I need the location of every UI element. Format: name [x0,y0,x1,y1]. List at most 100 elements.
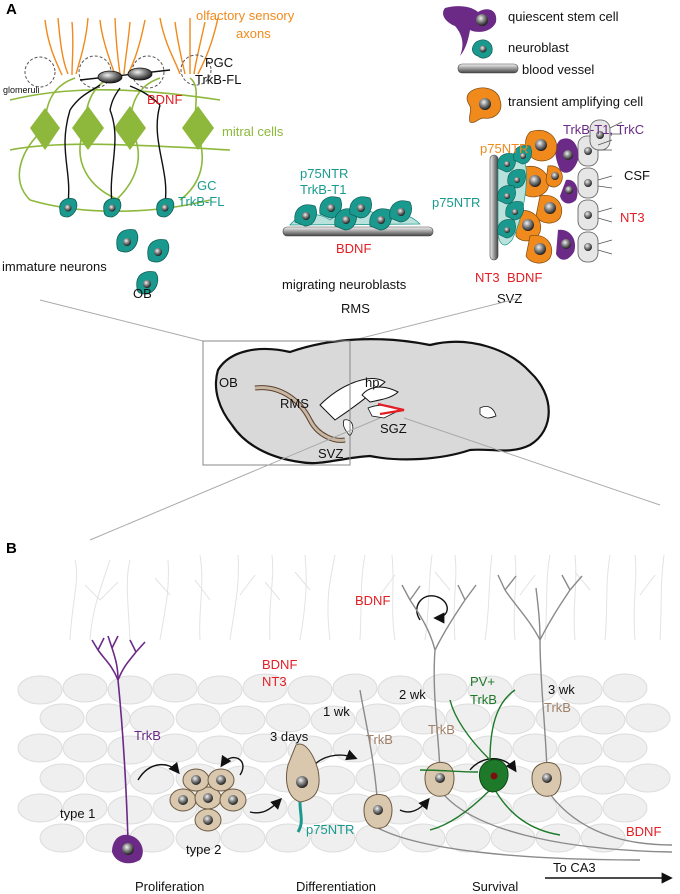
granule-cells [59,198,175,218]
b-label-pv: PV+ [470,674,495,689]
legend-transient-label: transient amplifying cell [508,94,643,109]
cell-3days [286,743,320,833]
label-axons: axons [236,26,271,41]
b-label-2wk: 2 wk [399,687,426,702]
ependymal-nuclei [584,131,604,251]
type2-cluster [169,768,247,832]
label-olfactory-sensory: olfactory sensory [196,8,295,23]
label-rms-trkb-t1: TrkB-T1 [300,182,346,197]
legend-neuroblast-label: neuroblast [508,40,569,55]
label-pgc: PGC [205,55,233,70]
cell-legend: quiescent stem cell neuroblast blood ves… [443,6,643,123]
label-gc-trkb-fl: TrkB-FL [178,194,224,209]
b-label-1wk: 1 wk [323,704,350,719]
label-svz-nt3-bottom: NT3 [475,270,500,285]
label-svz-p75ntr-left: p75NTR [432,195,480,210]
label-csf: CSF [624,168,650,183]
label-svz-bdnf: BDNF [507,270,542,285]
arrow-type2-to-3days [249,798,282,814]
zoom-lines-a [39,297,521,342]
rms-neuroblasts [289,196,421,231]
label-immature-neurons: immature neurons [2,259,107,274]
svz-schematic: p75NTR TrkB-T1, TrkC CSF p75NTR NT3 NT3 … [432,119,650,306]
brain-ventricle [319,378,386,421]
brain-hippocampus [361,386,399,403]
arrow-2wk-to-3wk [469,758,517,773]
b-label-type1: type 1 [60,806,95,821]
type1-cell [91,635,146,864]
b-label-bdnf-top: BDNF [355,593,390,608]
legend-quiescent-icon [443,6,497,57]
svz-stem-nuclei [561,150,573,249]
arrow-1wk-to-2wk [399,797,430,813]
legend-vessel-icon [457,63,519,74]
label-glomeruli: glomeruli [3,85,40,95]
ependymal-cells [577,119,611,263]
type1-dendrites [91,635,146,841]
mitral-cells [30,106,214,150]
svz-blood-vessel [489,154,499,261]
b-label-3wk: 3 wk [548,682,575,697]
rms-blood-vessel [282,226,434,237]
arrow-type2-self [220,754,244,776]
brain-label-sgz: SGZ [380,421,407,436]
label-rms-p75ntr: p75NTR [300,166,348,181]
b-label-bdnf-mid: BDNF [262,657,297,672]
cell-1wk [359,689,641,861]
brain-sagittal: OB RMS hp SGZ SVZ [202,338,550,466]
panel-b-letter: B [6,540,17,557]
rms-schematic: p75NTR TrkB-T1 BDNF migrating neuroblast… [282,166,434,316]
legend-vessel-label: blood vessel [522,62,594,77]
zoom-lines-b [89,417,661,541]
b-label-to-ca3: To CA3 [553,860,596,875]
pgc-cells [79,67,171,84]
b-label-trkb-1wk: TrkB [366,732,393,747]
brain-outline [214,338,550,465]
brain-label-ob: OB [219,375,238,390]
lineage-arrows [137,595,517,814]
olfactory-axons [44,17,219,76]
b-stage-survival: Survival [472,879,518,894]
b-stage-differentiation: Differentiation [296,879,376,894]
immature-neurons [116,229,170,295]
label-pgc-trkb-fl: TrkB-FL [195,72,241,87]
brain-rms-tract-inner [254,386,346,442]
label-svz-trkb-t1-trkc: TrkB-T1, TrkC [563,122,644,137]
b-label-p75ntr: p75NTR [306,822,354,837]
b-label-pv-trkb: TrkB [470,692,497,707]
legend-quiescent-label: quiescent stem cell [508,9,619,24]
brain-sgz-marker [377,402,405,416]
label-mitral-cells: mitral cells [222,124,284,139]
svz-neuroblasts [497,145,532,239]
brain-label-svz: SVZ [318,446,343,461]
b-label-type2: type 2 [186,842,221,857]
label-migrating-neuroblasts: migrating neuroblasts [282,277,407,292]
type1-nucleus [122,843,134,855]
label-rms-caption: RMS [341,301,370,316]
b-label-bdnf-bottom: BDNF [626,824,661,839]
brain-aqueduct [479,406,497,419]
label-gc: GC [197,178,217,193]
olfactory-bulb-schematic: olfactory sensory axons glomeruli PGC Tr… [2,8,295,301]
label-svz-nt3-right: NT3 [620,210,645,225]
b-stage-proliferation: Proliferation [135,879,204,894]
b-label-trkb-3wk: TrkB [544,700,571,715]
label-rms-bdnf: BDNF [336,241,371,256]
b-label-3days: 3 days [270,729,309,744]
granule-cell-processes [64,84,167,204]
brain-label-rms: RMS [280,396,309,411]
label-svz-p75ntr-top: p75NTR [480,141,528,156]
legend-transient-icon [466,87,502,123]
arrow-bdnf-autocrine [416,595,448,624]
svz-transient-nuclei [522,139,559,255]
type2-nuclei [178,775,238,825]
b-label-trkb-type1: TrkB [134,728,161,743]
panel-a-letter: A [6,1,17,18]
arrow-type1-to-type2 [137,761,180,781]
brain-label-hp: hp [365,375,379,390]
label-ob: OB [133,286,152,301]
b-label-nt3-mid: NT3 [262,674,287,689]
pv-interneuron [419,689,561,836]
ependymal-cilia [597,121,623,255]
